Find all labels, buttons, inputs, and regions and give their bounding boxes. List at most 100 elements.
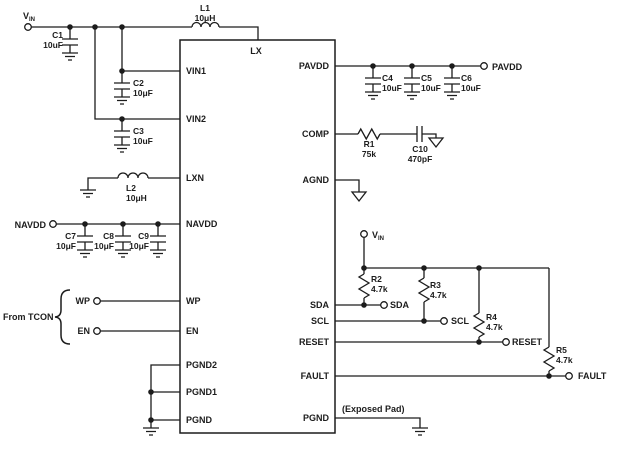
pin-label-pavdd: PAVDD	[299, 61, 330, 71]
r4-value: 4.7k	[486, 322, 503, 332]
pin-label-pgnd-right: PGND	[303, 413, 330, 423]
pin-label-en: EN	[186, 326, 199, 336]
terminal-sda	[380, 301, 388, 309]
junction-dots	[67, 24, 552, 423]
l2-ref: L2	[126, 183, 136, 193]
pin-label-lxn: LXN	[186, 173, 204, 183]
pin-label-agnd: AGND	[303, 175, 330, 185]
c7-ref: C7	[65, 231, 76, 241]
vin-pullup-label: VIN	[372, 230, 384, 242]
c3-value: 10uF	[133, 136, 153, 146]
c4-ref: C4	[382, 73, 393, 83]
vin-pullup-name: V	[372, 230, 378, 240]
capacitor-c4: C4 10uF	[365, 66, 402, 100]
capacitor-c3: C3 10uF	[114, 119, 153, 153]
terminal-scl	[440, 317, 448, 325]
pin-label-comp: COMP	[302, 129, 329, 139]
vin-input-sub: IN	[29, 17, 35, 23]
from-tcon-label: From TCON	[3, 312, 54, 322]
sda-terminal-label: SDA	[390, 300, 410, 310]
c9-value: 10μF	[129, 241, 149, 251]
c6-value: 10uF	[461, 83, 481, 93]
c1-ref: C1	[52, 30, 63, 40]
c10-value: 470pF	[408, 154, 433, 164]
vin-input-label: VIN	[23, 11, 35, 23]
gnd-symbol-l2	[80, 189, 96, 198]
c4-value: 10uF	[382, 83, 402, 93]
gnd-symbol-exposed-pad	[412, 427, 428, 436]
c5-ref: C5	[421, 73, 432, 83]
wp-terminal-label: WP	[76, 296, 91, 306]
pin-label-reset: RESET	[299, 337, 330, 347]
r2-value: 4.7k	[371, 284, 388, 294]
pin-label-vin2: VIN2	[186, 114, 206, 124]
terminal-vin-pullup	[360, 230, 368, 238]
en-terminal-label: EN	[77, 326, 90, 336]
c7-value: 10μF	[56, 241, 76, 251]
capacitor-c5: C5 10uF	[404, 66, 441, 100]
c5-value: 10uF	[421, 83, 441, 93]
c8-ref: C8	[103, 231, 114, 241]
capacitor-c9: C9 10μF	[129, 224, 166, 258]
pin-label-pgnd-left: PGND	[186, 415, 213, 425]
gnd-triangle-comp	[427, 137, 445, 149]
c2-value: 10μF	[133, 88, 153, 98]
pin-label-wp: WP	[186, 296, 201, 306]
r4-ref: R4	[486, 312, 497, 322]
vin-input-name: V	[23, 11, 29, 21]
resistor-r4: R4 4.7k	[472, 312, 503, 338]
c3-ref: C3	[133, 126, 144, 136]
pin-label-lx: LX	[250, 46, 262, 56]
r5-ref: R5	[556, 345, 567, 355]
fault-terminal-label: FAULT	[578, 371, 607, 381]
reset-terminal-label: RESET	[512, 337, 543, 347]
terminal-en	[93, 327, 101, 335]
resistor-r2: R2 4.7k	[357, 273, 388, 299]
resistor-r1: R1 75k	[357, 127, 381, 159]
terminal-navdd	[49, 220, 57, 228]
r5-value: 4.7k	[556, 355, 573, 365]
c9-ref: C9	[138, 231, 149, 241]
pin-label-pgnd2: PGND2	[186, 360, 217, 370]
pin-label-sda: SDA	[310, 300, 330, 310]
c10-ref: C10	[412, 144, 428, 154]
vin-pullup-sub: IN	[378, 236, 384, 242]
capacitor-c7: C7 10μF	[56, 224, 93, 258]
navdd-terminal-label: NAVDD	[15, 220, 47, 230]
exposed-pad-note: (Exposed Pad)	[342, 404, 405, 414]
r2-ref: R2	[371, 274, 382, 284]
tcon-brace	[54, 289, 71, 345]
capacitor-c6: C6 10uF	[444, 66, 481, 100]
scl-terminal-label: SCL	[451, 316, 470, 326]
capacitor-c8: C8 10μF	[94, 224, 131, 258]
capacitor-c10: C10 470pF	[408, 126, 433, 164]
capacitor-c2: C2 10μF	[114, 71, 153, 105]
r3-ref: R3	[430, 280, 441, 290]
capacitor-c1: C1 10uF	[43, 27, 78, 61]
l1-ref: L1	[200, 3, 210, 13]
pin-label-navdd: NAVDD	[186, 219, 218, 229]
c8-value: 10μF	[94, 241, 114, 251]
pin-label-pgnd1: PGND1	[186, 387, 217, 397]
inductor-l1: L1 10μH	[191, 3, 220, 28]
terminals	[24, 23, 573, 380]
gnd-triangle-agnd	[350, 191, 368, 203]
terminal-pavdd	[480, 62, 488, 70]
gnd-symbol-pgnd	[143, 427, 159, 436]
c2-ref: C2	[133, 78, 144, 88]
c6-ref: C6	[461, 73, 472, 83]
r1-value: 75k	[362, 149, 376, 159]
pin-label-fault: FAULT	[301, 371, 330, 381]
pavdd-terminal-label: PAVDD	[492, 62, 523, 72]
l2-value: 10μH	[126, 193, 147, 203]
terminal-wp	[93, 297, 101, 305]
terminal-reset	[502, 338, 510, 346]
pin-label-vin1: VIN1	[186, 66, 206, 76]
r1-ref: R1	[364, 139, 375, 149]
pin-label-scl: SCL	[311, 316, 330, 326]
terminal-fault	[565, 372, 573, 380]
inductor-l2: L2 10μH	[117, 172, 149, 203]
l1-value: 10μH	[195, 13, 216, 23]
